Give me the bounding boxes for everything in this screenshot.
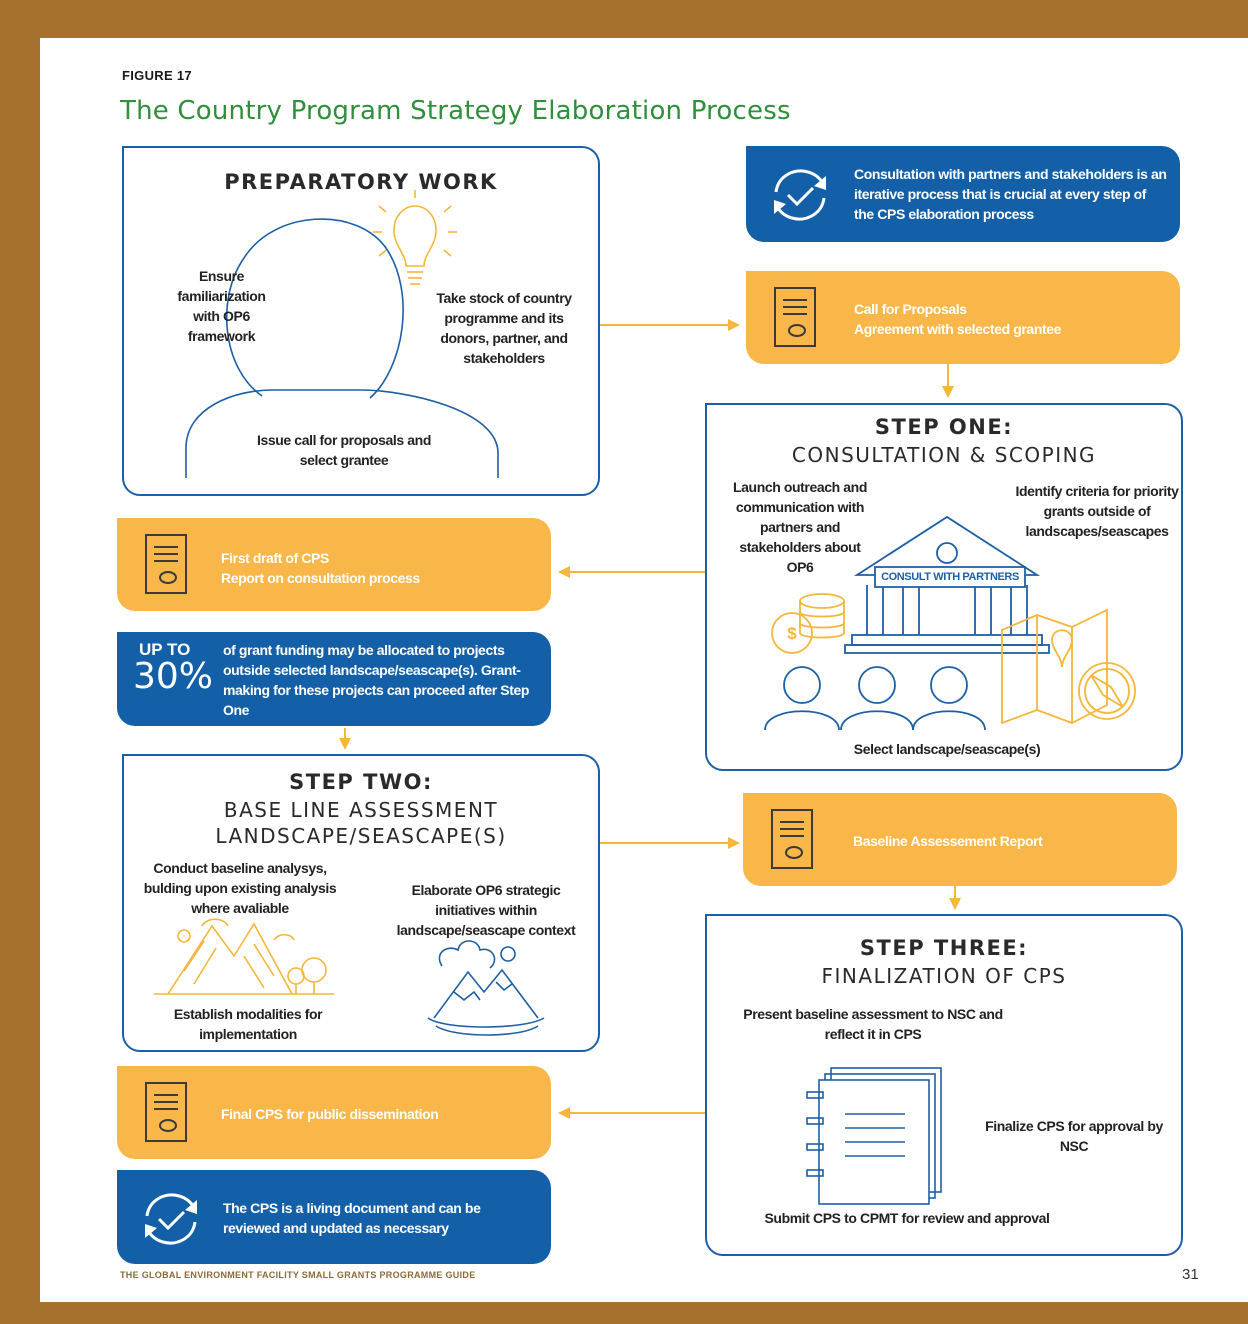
page: FIGURE 17 The Country Program Strategy E… bbox=[40, 38, 1248, 1302]
final-cps-note: Final CPS for public dissemination bbox=[117, 1066, 551, 1159]
living-document-text: The CPS is a living document and can be … bbox=[223, 1200, 481, 1236]
call-for-proposals-line1: Call for Proposals bbox=[854, 301, 967, 317]
document-icon bbox=[771, 809, 813, 869]
consultation-note: Consultation with partners and stakehold… bbox=[746, 146, 1180, 242]
refresh-check-icon bbox=[774, 169, 826, 221]
criteria-text: Identify criteria for priority grants ou… bbox=[1015, 483, 1179, 539]
figure-title: The Country Program Strategy Elaboration… bbox=[120, 96, 791, 126]
lightbulb-icon bbox=[373, 190, 457, 285]
elaborate-initiatives-text: Elaborate OP6 strategic initiatives with… bbox=[396, 882, 576, 938]
step-one-box: STEP ONE: CONSULTATION & SCOPING Launch … bbox=[705, 403, 1183, 771]
call-for-proposals-line2: Agreement with selected grantee bbox=[854, 321, 1061, 337]
present-baseline-text: Present baseline assessment to NSC and r… bbox=[743, 1006, 1003, 1042]
refresh-check-icon bbox=[145, 1193, 197, 1245]
step-two-heading: STEP TWO: bbox=[289, 770, 433, 794]
final-cps-text: Final CPS for public dissemination bbox=[221, 1106, 439, 1122]
step-two-subheading1: BASE LINE ASSESSMENT bbox=[223, 798, 499, 822]
take-stock-text: Take stock of country programme and its … bbox=[436, 290, 572, 366]
submit-cps-text: Submit CPS to CPMT for review and approv… bbox=[764, 1210, 1050, 1226]
step-three-box: STEP THREE: FINALIZATION OF CPS Present … bbox=[705, 914, 1183, 1256]
baseline-report-note: Baseline Assessement Report bbox=[743, 793, 1177, 886]
modalities-text: Establish modalities for implementation bbox=[173, 1006, 323, 1042]
document-icon bbox=[145, 1082, 187, 1142]
figure-label: FIGURE 17 bbox=[122, 68, 192, 83]
familiarization-text: Ensure familiarization with OP6 framewor… bbox=[177, 268, 266, 344]
consult-building-label: CONSULT WITH PARTNERS bbox=[881, 571, 1019, 583]
step-three-subheading: FINALIZATION OF CPS bbox=[821, 964, 1067, 988]
up-to-label: UP TO bbox=[139, 640, 191, 659]
select-landscape-text: Select landscape/seascape(s) bbox=[853, 741, 1041, 757]
step-two-box: STEP TWO: BASE LINE ASSESSMENT LANDSCAPE… bbox=[122, 754, 600, 1052]
connector-arrows bbox=[339, 319, 961, 1119]
baseline-report-text: Baseline Assessement Report bbox=[853, 833, 1043, 849]
footer-text: THE GLOBAL ENVIRONMENT FACILITY SMALL GR… bbox=[120, 1270, 476, 1280]
mountains-icon bbox=[154, 918, 545, 1036]
document-icon bbox=[774, 287, 816, 347]
call-for-proposals-text: Issue call for proposals and select gran… bbox=[257, 432, 431, 468]
notebook-icon bbox=[806, 1067, 942, 1205]
document-icon bbox=[145, 534, 187, 594]
svg-text:$: $ bbox=[787, 624, 797, 643]
page-number: 31 bbox=[1182, 1266, 1199, 1283]
preparatory-work-box: PREPARATORY WORK Ensure familiarization … bbox=[122, 146, 600, 496]
consult-banner-icon bbox=[874, 566, 1026, 588]
call-for-proposals-note: Call for Proposals Agreement with select… bbox=[746, 271, 1180, 364]
person-outline-icon bbox=[185, 190, 499, 478]
funding-note: UP TO 30% of grant funding may be alloca… bbox=[117, 632, 551, 726]
preparatory-work-heading: PREPARATORY WORK bbox=[224, 170, 498, 194]
first-draft-line1: First draft of CPS bbox=[221, 550, 329, 566]
step-three-heading: STEP THREE: bbox=[859, 936, 1029, 960]
finalize-cps-text: Finalize CPS for approval by NSC bbox=[985, 1118, 1163, 1154]
step-one-subheading: CONSULTATION & SCOPING bbox=[791, 443, 1097, 467]
consult-building-icon: $ bbox=[764, 515, 1136, 731]
funding-note-text: of grant funding may be allocated to pro… bbox=[223, 642, 530, 718]
percent-label: 30% bbox=[133, 656, 214, 697]
first-draft-note: First draft of CPS Report on consultatio… bbox=[117, 518, 551, 611]
living-document-note: The CPS is a living document and can be … bbox=[117, 1170, 551, 1264]
consultation-note-text: Consultation with partners and stakehold… bbox=[854, 166, 1167, 222]
step-one-heading: STEP ONE: bbox=[874, 415, 1014, 439]
first-draft-line2: Report on consultation process bbox=[221, 570, 420, 586]
outreach-text: Launch outreach and communication with p… bbox=[733, 479, 867, 575]
baseline-analysis-text: Conduct baseline analysys, bulding upon … bbox=[143, 860, 337, 916]
step-two-subheading2: LANDSCAPE/SEASCAPE(S) bbox=[215, 824, 507, 848]
